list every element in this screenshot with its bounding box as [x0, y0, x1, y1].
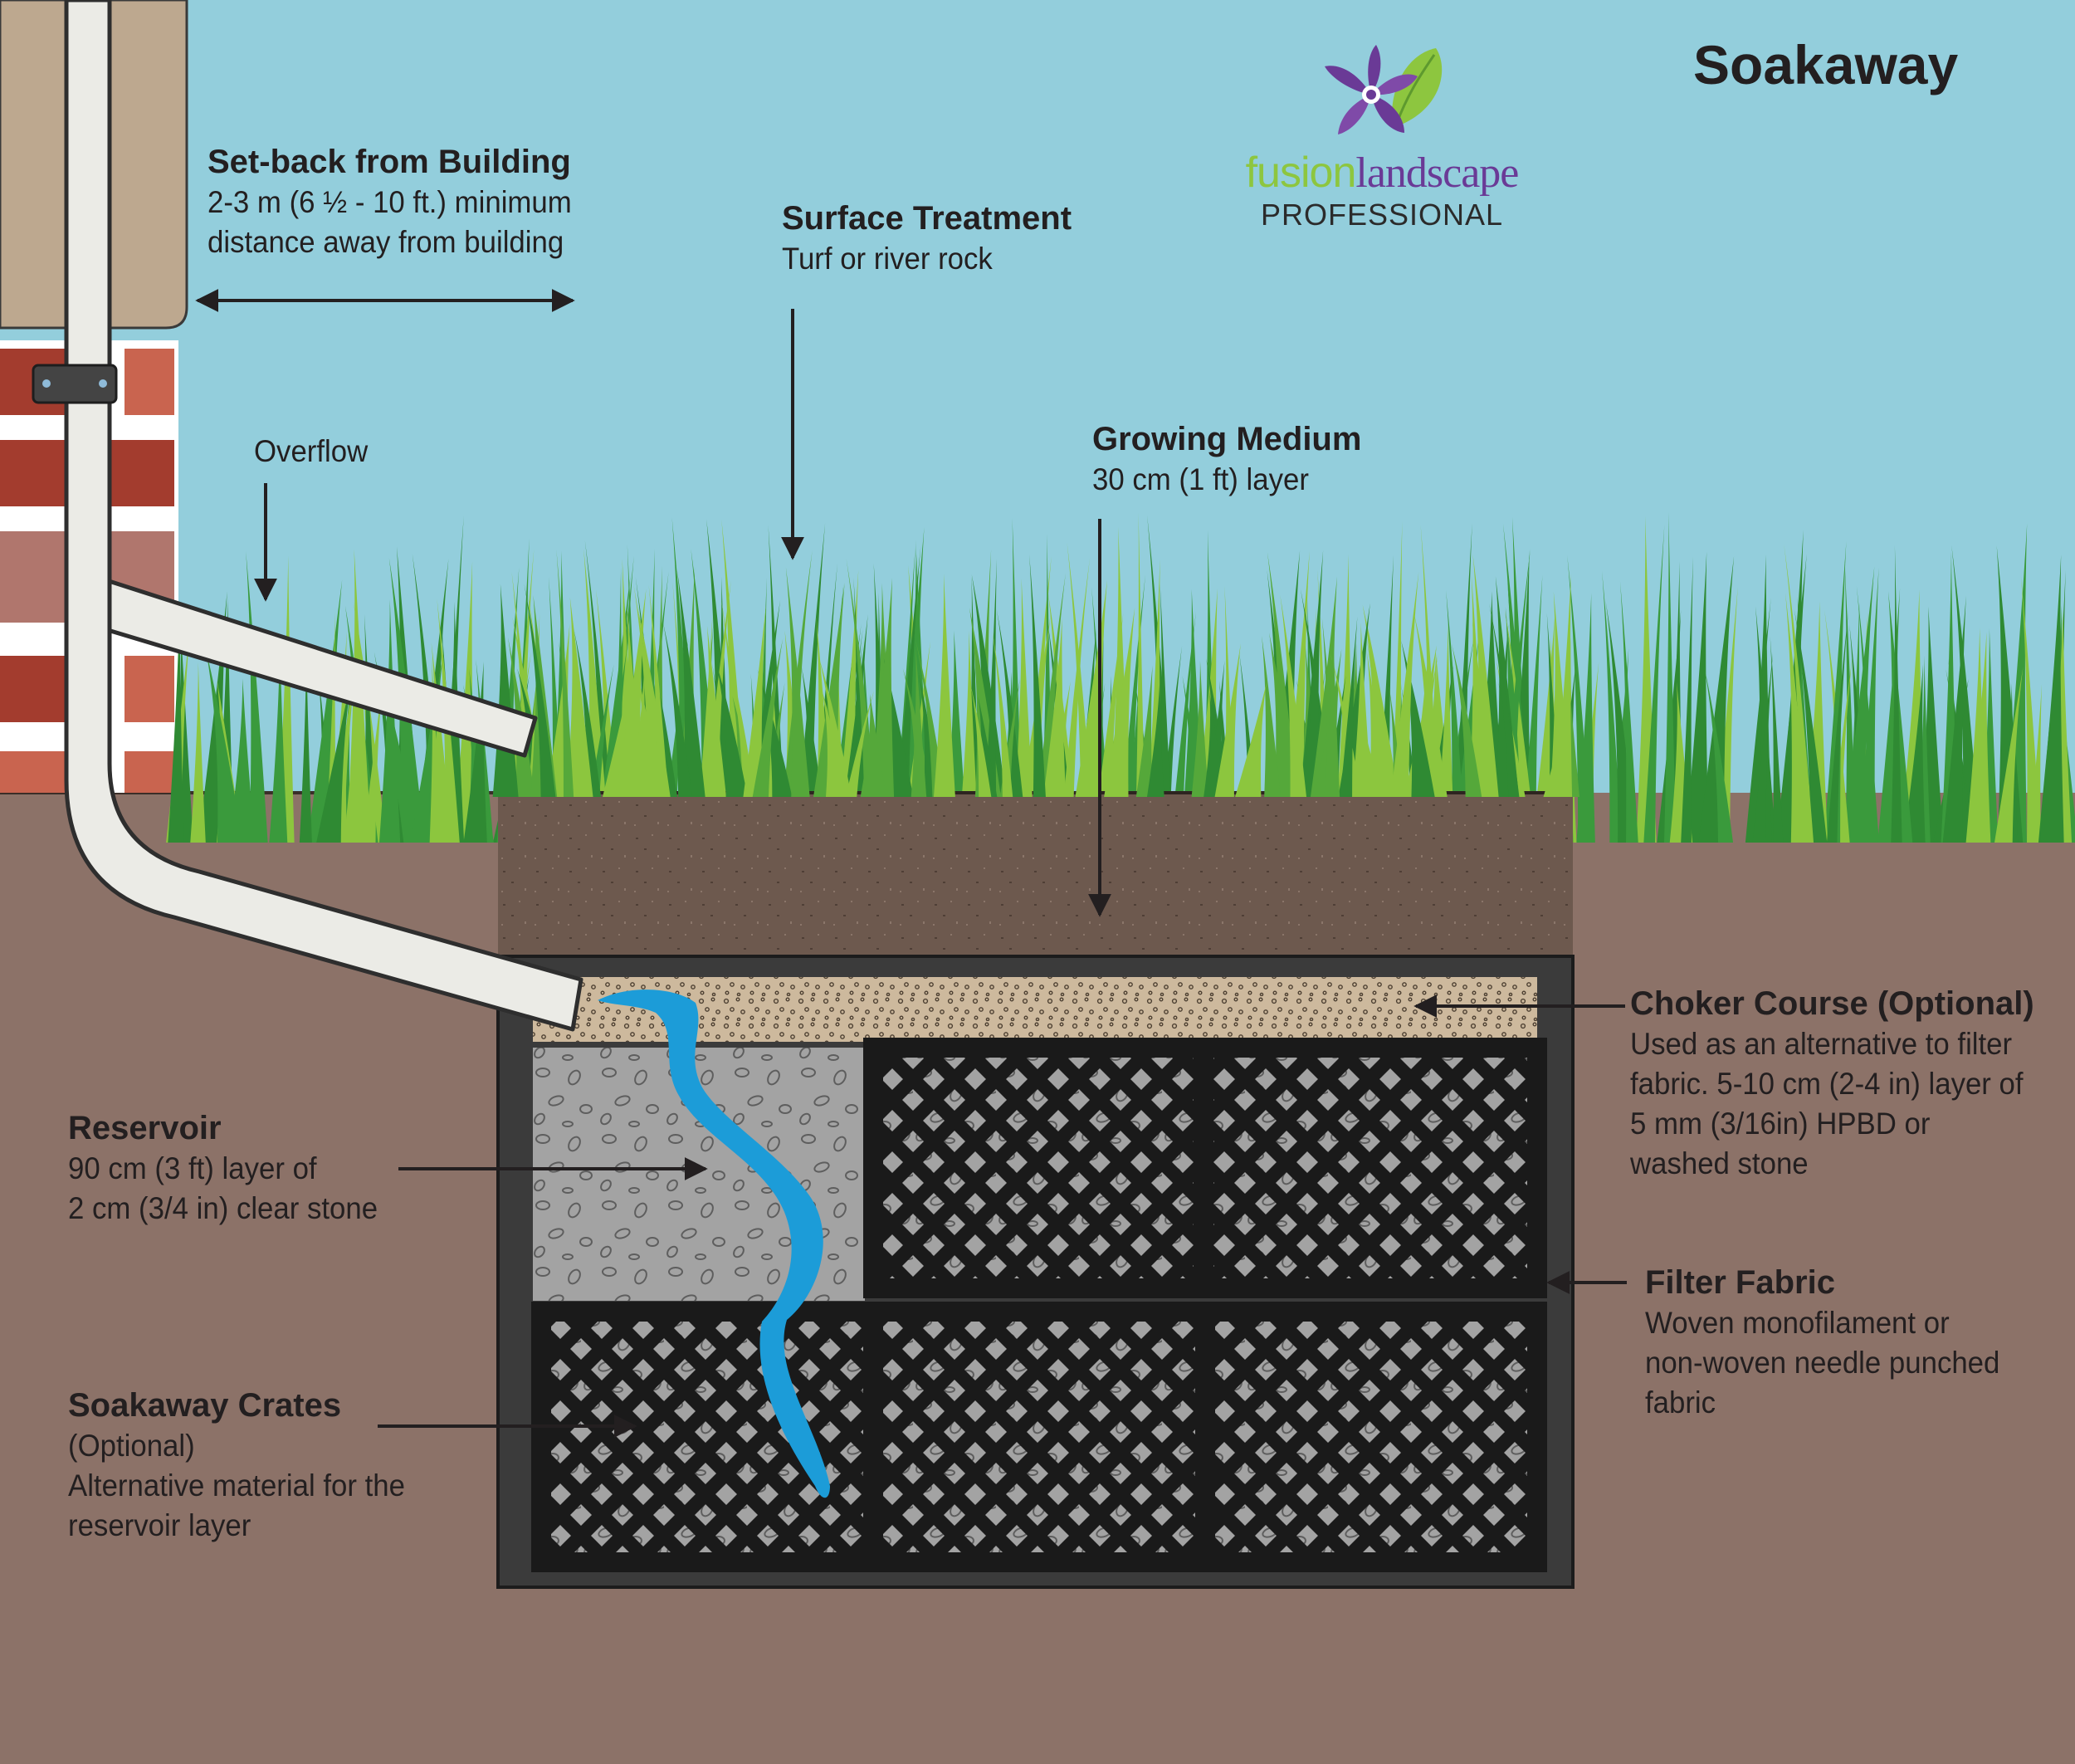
downspout-pipe	[32, 0, 583, 1032]
label-soakaway-crates: Soakaway Crates (Optional) Alternative m…	[68, 1385, 427, 1546]
label-filter-heading: Filter Fabric	[1645, 1264, 1835, 1301]
label-choker-course: Choker Course (Optional) Used as an alte…	[1630, 983, 2048, 1184]
logo-name-landscape: landscape	[1355, 149, 1519, 197]
label-surface-body: Turf or river rock	[782, 242, 993, 276]
company-logo: fusionlandscape PROFESSIONAL	[1204, 43, 1560, 234]
choker-course-layer	[533, 977, 1537, 1042]
label-choker-heading: Choker Course (Optional)	[1630, 985, 2034, 1022]
label-reservoir-heading: Reservoir	[68, 1110, 222, 1146]
grass-front	[492, 549, 1579, 797]
label-setback-heading: Set-back from Building	[208, 144, 571, 180]
growing-medium-layer	[498, 793, 1573, 959]
purple-flower-green-leaf-icon	[1325, 45, 1443, 134]
label-choker-body: Used as an alternative to filter fabric.…	[1630, 1027, 2024, 1181]
label-filter-body: Woven monofilament or non-woven needle p…	[1645, 1306, 2000, 1420]
soakaway-crates	[531, 1038, 1547, 1572]
label-reservoir: Reservoir 90 cm (3 ft) layer of 2 cm (3/…	[68, 1107, 398, 1229]
label-setback-body: 2-3 m (6 ½ - 10 ft.) minimum distance aw…	[208, 185, 572, 260]
label-filter-fabric: Filter Fabric Woven monofilament or non-…	[1645, 1262, 2023, 1423]
logo-subtitle: PROFESSIONAL	[1260, 198, 1504, 232]
label-growing-heading: Growing Medium	[1092, 421, 1362, 457]
label-surface-treatment: Surface Treatment Turf or river rock	[782, 198, 1072, 279]
logo-wordmark: fusionlandscape	[1204, 148, 1560, 198]
label-growing-body: 30 cm (1 ft) layer	[1092, 462, 1309, 496]
label-overflow-text: Overflow	[254, 434, 369, 468]
label-surface-heading: Surface Treatment	[782, 200, 1072, 237]
callout-arrows	[195, 289, 1627, 1438]
diagram-title: Soakaway	[1693, 34, 1959, 95]
label-overflow: Overflow	[254, 432, 375, 472]
logo-name-fusion: fusion	[1245, 149, 1357, 197]
label-growing-medium: Growing Medium 30 cm (1 ft) layer	[1092, 418, 1361, 500]
label-reservoir-body: 90 cm (3 ft) layer of 2 cm (3/4 in) clea…	[68, 1151, 378, 1226]
label-crates-heading: Soakaway Crates	[68, 1387, 342, 1424]
label-crates-body: (Optional) Alternative material for the …	[68, 1429, 405, 1543]
water-flow	[598, 990, 830, 1498]
label-setback: Set-back from Building 2-3 m (6 ½ - 10 f…	[208, 141, 595, 262]
